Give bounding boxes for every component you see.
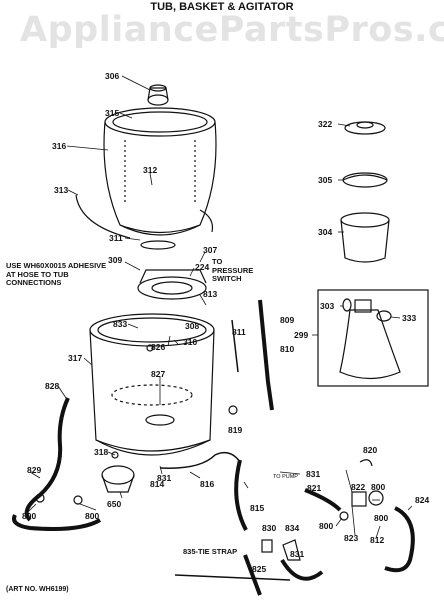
- wire-drawing: [159, 319, 291, 581]
- part-label-306: 306: [105, 71, 120, 81]
- part-label-825: 825: [252, 564, 267, 574]
- basket-drawing: [75, 84, 217, 250]
- part-label-812: 812: [370, 535, 385, 545]
- part-label-333: 333: [402, 313, 417, 323]
- art-number: (ART NO. WH6199): [6, 586, 69, 593]
- part-label-322: 322: [318, 119, 333, 129]
- part-label-830: 830: [262, 523, 277, 533]
- part-label-308: 308: [185, 321, 200, 331]
- part-label-816: 816: [200, 479, 215, 489]
- part-label-829: 829: [27, 465, 42, 475]
- part-label-800-e: 800: [374, 513, 389, 523]
- part-label-822: 822: [351, 482, 366, 492]
- part-label-800-d: 800: [319, 521, 334, 531]
- tie-strap-note: 835-TIE STRAP: [183, 547, 238, 556]
- part-label-809: 809: [280, 315, 295, 325]
- part-label-810: 810: [280, 344, 295, 354]
- part-label-800-c: 800: [371, 482, 386, 492]
- part-label-304: 304: [318, 227, 333, 237]
- part-label-224: 224: [195, 262, 210, 272]
- part-label-303: 303: [320, 301, 335, 311]
- part-label-310: 310: [183, 337, 198, 347]
- part-label-828: 828: [45, 381, 60, 391]
- part-label-819: 819: [228, 425, 243, 435]
- to-pump-note: TO PUMP: [273, 474, 298, 480]
- part-label-800: 800: [22, 511, 37, 521]
- part-label-831-b: 831: [290, 549, 305, 559]
- leader-lines: [27, 75, 413, 539]
- part-label-309: 309: [108, 255, 123, 265]
- part-label-815: 815: [250, 503, 265, 513]
- part-label-811: 811: [232, 327, 246, 337]
- part-label-833: 833: [113, 319, 128, 329]
- part-label-826: 826: [151, 342, 166, 352]
- part-label-827: 827: [151, 369, 166, 379]
- part-label-311: 311: [109, 233, 123, 243]
- part-label-834: 834: [285, 523, 300, 533]
- watermark: AppliancePartsPros.com: [20, 10, 444, 50]
- pressure-switch-note: TO PRESSURE SWITCH: [212, 257, 254, 284]
- part-label-316: 316: [52, 141, 67, 151]
- pump-drawing: [35, 405, 384, 561]
- part-label-312: 312: [143, 165, 158, 175]
- part-label-299: 299: [294, 330, 309, 340]
- adhesive-note: USE WH60X0015 ADHESIVE AT HOSE TO TUB CO…: [6, 261, 107, 288]
- part-label-814: 814: [150, 479, 165, 489]
- part-label-821: 821: [307, 483, 322, 493]
- tub-drawing: [89, 313, 215, 456]
- agitator-drawing: [317, 121, 429, 387]
- part-label-823: 823: [344, 533, 359, 543]
- part-label-305: 305: [318, 175, 333, 185]
- part-label-315: 315: [105, 108, 120, 118]
- part-label-813: 813: [203, 289, 218, 299]
- part-label-313: 313: [54, 185, 69, 195]
- diagram-title: TUB, BASKET & AGITATOR: [150, 1, 294, 13]
- part-label-307: 307: [203, 245, 218, 255]
- drive-assembly-drawing: [137, 269, 207, 300]
- part-label-831: 831: [157, 473, 172, 483]
- part-label-831-c: 831: [306, 469, 321, 479]
- hose-drawing: [12, 299, 415, 596]
- part-label-820: 820: [363, 445, 378, 455]
- part-label-650: 650: [107, 499, 122, 509]
- part-label-317: 317: [68, 353, 83, 363]
- part-label-800-b: 800: [85, 511, 100, 521]
- part-label-318: 318: [94, 447, 109, 457]
- part-label-824: 824: [415, 495, 430, 505]
